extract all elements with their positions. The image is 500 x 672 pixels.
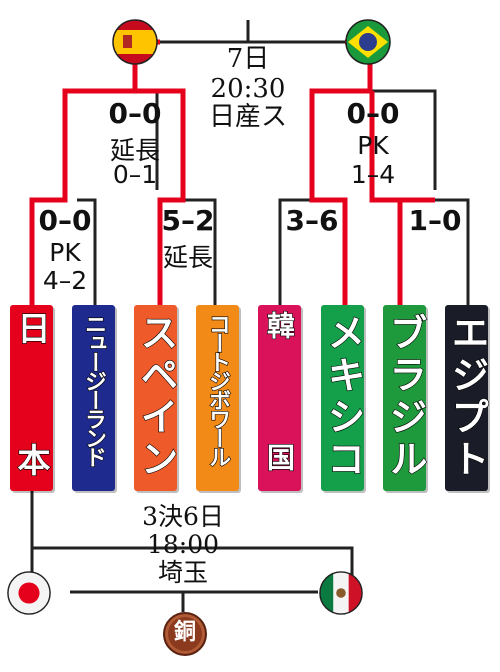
final-time: 20:30 <box>210 74 286 104</box>
semifinal-left-detail-1: 延長 <box>109 136 160 165</box>
qf-1-score: 0–0 <box>38 204 92 237</box>
team-new-zealand-name: ニュージーランド <box>80 312 106 465</box>
qf-1-detail-1: PK <box>49 238 81 267</box>
qf-4-score: 1–0 <box>408 204 462 237</box>
team-spain: スペイン <box>133 305 179 491</box>
team-mexico: メキシコ <box>320 305 366 491</box>
bronze-medal-icon: 銅 <box>163 612 207 656</box>
final-venue: 日産ス <box>208 102 287 132</box>
spain-flag-icon <box>112 19 158 65</box>
qf-2-score: 5–2 <box>161 204 215 237</box>
team-egypt: エジプト <box>444 305 490 491</box>
semifinal-right-detail-1: PK <box>357 131 389 160</box>
bronze-medal-label: 銅 <box>173 620 196 645</box>
team-brazil-name: ブラジル <box>382 312 427 481</box>
team-cote-divoire: コートジボワール <box>196 305 239 491</box>
third-place-date: 3決6日 <box>142 502 224 531</box>
team-korea-name-bottom: 国 <box>262 442 296 469</box>
team-japan: 日 本 <box>10 305 53 491</box>
qf-3-score: 3–6 <box>285 204 339 237</box>
team-brazil: ブラジル <box>382 305 428 491</box>
team-spain-name: スペイン <box>133 312 178 481</box>
mexico-flag-icon <box>319 571 363 615</box>
semifinal-left-score: 0–0 <box>108 97 162 130</box>
semifinal-right-detail-2: 1–4 <box>350 160 396 189</box>
semifinal-right-score: 0–0 <box>346 97 400 130</box>
qf-2-detail-1: 延長 <box>162 243 213 272</box>
team-korea: 韓 国 <box>258 305 301 491</box>
team-korea-name-top: 韓 <box>262 310 296 337</box>
japan-flag-icon <box>7 571 51 615</box>
final-date: 7日 <box>226 44 270 74</box>
semifinal-left-detail-2: 0–1 <box>112 160 158 189</box>
team-japan-name-top: 日 <box>11 310 51 342</box>
third-place-time: 18:00 <box>146 530 220 559</box>
team-cote-divoire-name: コートジボワール <box>204 312 230 465</box>
third-place-venue: 埼玉 <box>157 558 208 587</box>
team-mexico-name: メキシコ <box>320 312 365 481</box>
team-egypt-name: エジプト <box>444 312 489 481</box>
qf-1-detail-2: 4–2 <box>42 266 88 295</box>
brazil-flag-icon <box>345 19 391 65</box>
team-new-zealand: ニュージーランド <box>72 305 115 491</box>
team-japan-name-bottom: 本 <box>11 442 51 474</box>
